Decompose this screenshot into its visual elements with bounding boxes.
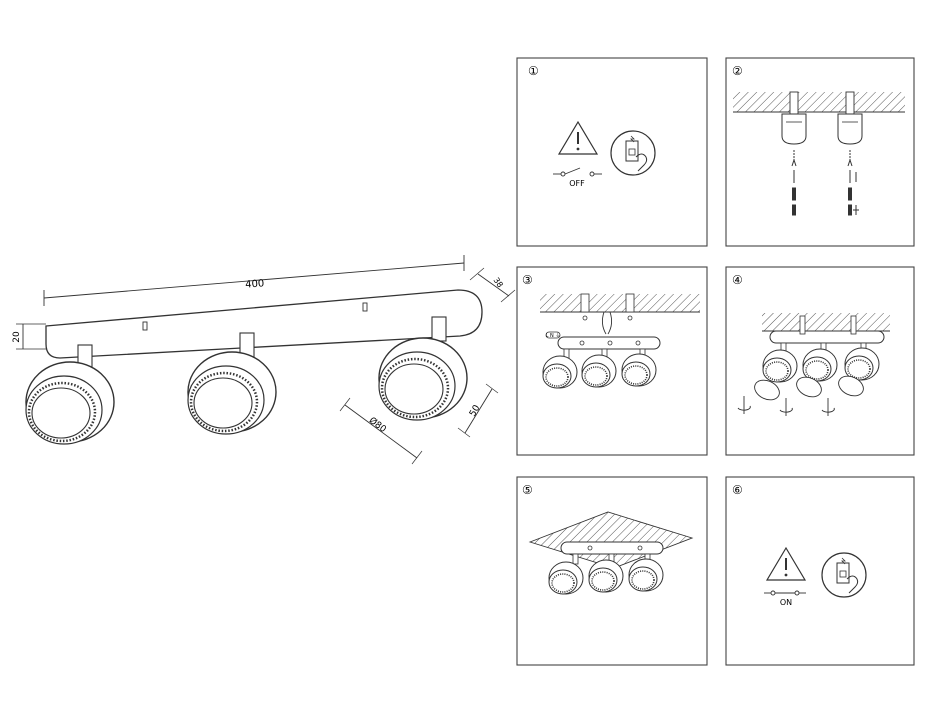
dimension-spot-height-label: 50 [468,403,483,418]
spot-head [24,360,116,446]
switch-on-icon [764,590,806,596]
spot-head [186,350,278,436]
step-panel-1: ① OFF [516,57,708,247]
mounting-slot [362,302,368,312]
dimension-line-spot-height [464,388,493,434]
ceiling-hatch [762,313,890,331]
circuit-breaker-icon [610,130,656,176]
ceiling-hatch [540,294,700,312]
terminal-block [545,331,561,339]
step-panel-4: ④ [725,266,915,456]
spot-head [542,355,578,389]
lamp-bar [560,541,664,555]
spot-head [762,349,798,383]
screw-anchor-icon [847,150,859,216]
lens-cover [754,379,780,401]
circuit-breaker-icon [821,552,867,598]
lens-cover [838,375,864,397]
screw-anchor-icon [791,150,797,216]
step-panel-6: ⑥ ON [725,476,915,666]
step-number: ② [732,64,743,78]
dimension-line-length [43,262,465,299]
switch-off-icon [553,167,602,177]
step-panel-2: ② [725,57,915,247]
panel-frame [725,57,915,247]
spot-head [621,353,657,387]
lamp-bar [557,336,661,350]
spot-head [377,336,469,422]
spot-head [802,348,838,382]
spot-head [588,559,624,593]
spot-head [628,558,664,592]
switch-on-label: ON [780,598,792,607]
mounting-plate [45,289,483,359]
step-panel-5: ⑤ [516,476,708,666]
panel-frame [725,476,915,666]
step-number: ⑥ [732,483,743,497]
dimension-line-diameter [344,404,418,459]
dimension-diameter-label: Ø80 [367,415,389,435]
step-number: ③ [522,273,533,287]
rotate-arrow-icon [737,396,835,416]
mounting-bracket [781,91,807,145]
spot-head [844,347,880,381]
ceiling-hatch [733,92,905,112]
mounting-bracket [837,91,863,145]
spot-head [548,561,584,595]
step-number: ④ [732,273,743,287]
spot-arm [431,316,447,342]
step-panel-3: ③ L N ⏚ [516,266,708,456]
dimension-length-label: 400 [245,278,265,291]
switch-off-label: OFF [569,179,585,188]
step-number: ⑤ [522,483,533,497]
step-number: ① [528,64,539,78]
mounting-slot [142,321,148,331]
dimension-depth-label: 38 [491,276,504,290]
spot-head [581,354,617,388]
dimension-line-depth [477,273,510,297]
main-product-drawing: 400 20 38 Ø80 50 [12,255,516,465]
dimension-height-label: 20 [12,331,22,343]
lens-cover [796,376,822,398]
wiring-label: L N ⏚ [546,332,561,339]
power-wires [601,311,613,335]
lamp-bar [769,330,885,344]
